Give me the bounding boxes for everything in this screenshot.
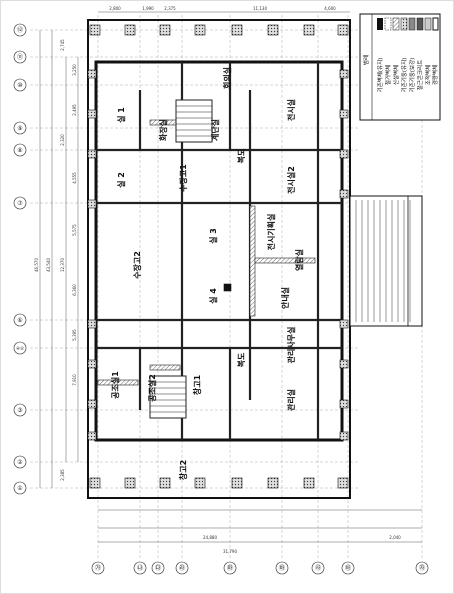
legend-item-label: 철거벽체 (384, 65, 392, 85)
col-axis-h: ㉵ (345, 564, 351, 572)
dim-left-b: 3,250 (72, 64, 77, 76)
dim-overall: 46,570 (34, 258, 39, 272)
room-label: 수장고2 (132, 251, 142, 279)
dim-left-i: 7,910 (72, 374, 77, 386)
dim-top-d: 11,130 (253, 6, 267, 11)
room-label: 창고1 (192, 374, 202, 395)
room-label: 공조실2 (147, 374, 157, 402)
stair-core-top (175, 99, 213, 143)
row-axis-1: ① (17, 485, 22, 492)
perimeter-columns (87, 24, 349, 489)
dimension-lines (39, 11, 422, 543)
dim-left-e: 4,555 (72, 172, 77, 184)
dim-left-f: 5,575 (72, 224, 77, 236)
room-label: 열람실 (294, 249, 304, 271)
dim-top-c: 2,375 (164, 6, 176, 11)
room-label: 실 4 (208, 288, 218, 304)
room-labels: 회의실 화장실 계단실 실 1 실 2 수장고1 수장고2 실 3 실 4 복도… (110, 67, 304, 480)
room-label: 계단실 (210, 119, 220, 141)
legend-item-label: 철근콘크리트 (416, 60, 424, 90)
entrance-stair (349, 195, 423, 327)
row-axis-11: ⑪ (17, 53, 23, 61)
row-axis-2: ② (17, 459, 23, 466)
dim-bottom-right: 2,040 (389, 535, 401, 540)
room-label: 복도 (236, 352, 246, 367)
room-label: 관리사무실 (286, 327, 296, 364)
row-axis-10: ⑩ (17, 82, 22, 89)
col-axis-a: ㉮ (95, 564, 101, 572)
legend-item: 경량벽체 (431, 17, 439, 85)
room-label: 화장실 (158, 119, 168, 141)
legend-item-label: 기존기둥(유지) (400, 58, 408, 93)
legend-item-label: 조적벽체 (424, 65, 432, 85)
room-label: 전시기획실 (266, 214, 276, 251)
row-axis-9: ⑨ (17, 125, 22, 132)
legend-item: 철거벽체 (384, 17, 392, 85)
row-axis-7: ⑦ (17, 200, 23, 207)
legend-item: 조적벽체 (424, 17, 432, 85)
dim-left-j: 2,385 (60, 469, 65, 481)
room-label: 실 1 (116, 107, 126, 123)
row-axis-12: ⑫ (17, 26, 23, 34)
legend-item-label: 기존기둥(보강) (408, 58, 416, 93)
legend-item: 기존벽체(유지) (376, 18, 384, 92)
dim-left-d: 2,320 (60, 134, 65, 146)
dim-left-g: 6,360 (72, 284, 77, 296)
dim-left-c: 2,495 (72, 104, 77, 116)
dim-top-e: 4,600 (324, 6, 336, 11)
row-axis-3: ③ (17, 407, 22, 414)
col-axis-e: ㉲ (227, 564, 233, 572)
room-label: 창고2 (178, 460, 188, 480)
legend-box: 범례 기존벽체(유지) 철거벽체 신설벽체 기존기둥(유지) 기존기둥(보강) … (359, 13, 441, 121)
col-axis-c: ㉰ (155, 564, 161, 572)
dimension-labels: 46,570 43,540 12,370 2,745 3,250 2,495 2… (34, 6, 401, 554)
legend-item: 신설벽체 (392, 17, 400, 85)
row-axis-6: ⑥ (17, 317, 22, 324)
dim-left-h: 5,395 (72, 329, 77, 341)
col-axis-labels: ㉮ ㉯ ㉰ ㉱ ㉲ ㉳ ㉴ ㉵ ㉶ (91, 561, 429, 575)
col-axis-i: ㉶ (419, 564, 425, 572)
room-label: 회의실 (222, 67, 232, 89)
dim-bottom-total: 24,880 (203, 535, 217, 540)
room-label: 안내실 (280, 287, 290, 309)
dim-inner2: 12,370 (60, 258, 65, 272)
room-label: 수장고1 (178, 164, 188, 192)
room-label: 전시실2 (286, 166, 296, 194)
dim-top-b: 1,990 (142, 6, 154, 11)
legend-item-label: 경량벽체 (431, 65, 439, 85)
row-axis-labels: ⑫ ⑪ ⑩ ⑨ ⑧ ⑦ ⑥ ④⑤ ③ ② ① (13, 23, 27, 495)
legend-item: 철근콘크리트 (416, 17, 424, 90)
col-axis-g: ㉴ (315, 564, 321, 572)
row-axis-8: ⑧ (17, 147, 22, 154)
dim-bottom-total2: 31,790 (223, 549, 237, 554)
room-label: 관리실 (286, 389, 296, 411)
room-label: 실 3 (208, 228, 218, 244)
legend-item: 기존기둥(유지) (400, 17, 408, 93)
dim-top-a: 2,800 (109, 6, 121, 11)
legend-item-label: 기존벽체(유지) (376, 58, 384, 93)
stair-core-bottom (149, 375, 187, 419)
col-axis-d: ㉱ (179, 564, 185, 572)
col-axis-b: ㉯ (137, 564, 143, 572)
row-axis-4-5: ④⑤ (16, 346, 24, 352)
room-label: 공조실1 (110, 371, 120, 399)
room-label: 전시실 (286, 99, 296, 121)
legend-item: 기존기둥(보강) (408, 17, 416, 93)
dim-inner: 43,540 (46, 258, 51, 272)
col-axis-f: ㉳ (279, 564, 285, 572)
legend-item-label: 신설벽체 (392, 65, 400, 85)
room-label: 복도 (236, 148, 246, 163)
legend-title: 범례 (362, 55, 370, 65)
new-wall-segments (97, 119, 316, 386)
room-label: 실 2 (116, 172, 126, 188)
dim-left-a: 2,745 (60, 39, 65, 51)
